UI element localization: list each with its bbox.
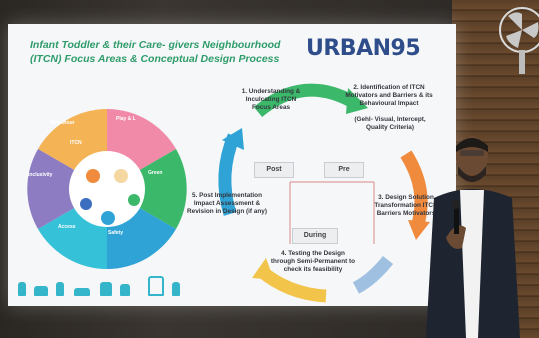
title-line-1: Infant Toddler & their Care- givers Neig… [30,39,281,51]
phase-post: Post [254,162,294,178]
child-figure-1 [18,282,26,296]
wall-fan [499,7,539,74]
child-figure-6 [120,284,130,296]
child-figure-3 [56,282,64,296]
step-3: 3. Design Solution Transformation ITCN B… [374,194,438,217]
arrow-blue-right [352,255,394,294]
step-2: 2. Identification of ITCN Motivators and… [345,84,433,107]
presenter [426,136,520,338]
wheel-label-access: Access [58,224,76,230]
wheel-center-label: ITCN [70,140,82,146]
wheel-label-safety: Safety [108,230,124,236]
wheel-label-play: Play & L [116,116,136,122]
step-5: 5. Post Implementation Impact Assessment… [187,192,267,215]
child-figure-7 [148,276,164,296]
child-figure-4 [74,288,90,296]
child-figure-5 [100,282,112,296]
step-1: 1. Understanding & Inculcating ITCN Focu… [241,88,301,111]
arrow-orange [400,150,428,226]
wheel-segment-inclusivity [27,149,108,229]
step-2-note: (Gehl- Visual, Intercept, Quality Criter… [354,116,426,131]
arrow-green [253,83,357,118]
process-cycle-arrows [218,83,430,303]
wheel-segment-green [107,149,187,229]
focus-areas-wheel [27,109,187,269]
wheel-label-behaviour: Behaviour [50,120,75,126]
projection-screen: Infant Toddler & their Care- givers Neig… [8,24,456,306]
urban95-logo: URBAN95 [306,36,421,61]
phase-during: During [292,228,338,244]
wheel-label-inclusivity: Inclusivity [28,172,53,178]
slide-title: Infant Toddler & their Care- givers Neig… [30,38,300,66]
child-figure-2 [34,286,48,296]
phase-pre: Pre [324,162,364,178]
step-4: 4. Testing the Design through Semi-Perma… [270,250,356,273]
title-line-2: (ITCN) Focus Areas & Conceptual Design P… [30,53,280,65]
wheel-label-green: Green [148,170,163,176]
child-figure-8 [172,282,180,296]
